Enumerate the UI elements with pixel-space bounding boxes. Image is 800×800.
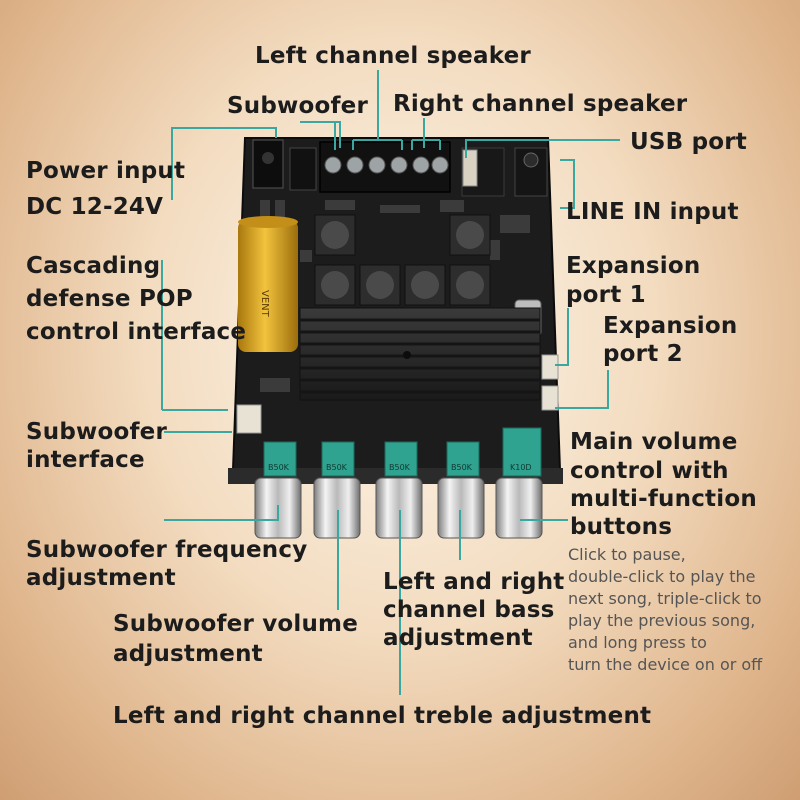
label-sub-freq-1: Subwoofer frequency: [26, 537, 308, 563]
label-expansion2-1: Expansion: [603, 313, 738, 339]
label-main-volume-3: multi-function: [570, 486, 757, 512]
label-bass-1: Left and right: [383, 569, 565, 595]
label-sub-vol-2: adjustment: [113, 641, 263, 667]
label-usb-port: USB port: [630, 129, 747, 155]
usb-module: [461, 147, 505, 197]
label-main-volume-1: Main volume: [570, 429, 738, 455]
pot-label: B50K: [268, 463, 290, 472]
label-power-voltage: DC 12-24V: [26, 194, 164, 220]
label-bass-3: adjustment: [383, 625, 533, 651]
power-jack: [252, 139, 284, 189]
pot-label: B50K: [389, 463, 411, 472]
speaker-terminal-block: [319, 141, 451, 193]
label-treble: Left and right channel treble adjustment: [113, 703, 652, 729]
label-right-channel-speaker: Right channel speaker: [393, 91, 688, 117]
label-sub-vol-1: Subwoofer volume: [113, 611, 359, 637]
label-bass-2: channel bass: [383, 597, 555, 623]
button-desc-3: next song, triple-click to: [568, 589, 762, 608]
knob-row: [254, 477, 543, 539]
button-desc-4: play the previous song,: [568, 611, 756, 630]
capacitor-text: VENT: [259, 290, 270, 318]
expansion-connectors: [541, 354, 559, 411]
label-cascading-1: Cascading: [26, 253, 161, 279]
heat-sink: [299, 307, 541, 401]
label-subwoofer: Subwoofer: [227, 93, 369, 119]
pot-label: K10D: [510, 463, 532, 472]
label-expansion1-2: port 1: [566, 282, 646, 308]
button-desc-2: double-click to play the: [568, 567, 756, 586]
button-desc-6: turn the device on or off: [568, 655, 763, 674]
leader-lines: [161, 70, 620, 695]
label-line-in: LINE IN input: [566, 199, 739, 225]
cascade-connector: [289, 147, 317, 191]
pot-label: B50K: [451, 463, 473, 472]
label-left-channel-speaker: Left channel speaker: [255, 43, 531, 69]
inductor-group: [314, 214, 491, 306]
main-capacitor: VENT: [238, 216, 298, 352]
button-desc-1: Click to pause,: [568, 545, 686, 564]
label-main-volume-4: buttons: [570, 514, 673, 540]
label-power-input: Power input: [26, 158, 186, 184]
line-in-jack: [514, 147, 548, 197]
potentiometer-row: B50K B50K B50K B50K K10D: [263, 427, 542, 477]
button-desc-5: and long press to: [568, 633, 707, 652]
label-cascading-3: control interface: [26, 319, 247, 345]
label-cascading-2: defense POP: [26, 286, 193, 312]
label-sub-freq-2: adjustment: [26, 565, 176, 591]
label-expansion1-1: Expansion: [566, 253, 701, 279]
label-main-volume-2: control with: [570, 458, 729, 484]
pot-label: B50K: [326, 463, 348, 472]
label-subwoofer-interface-2: interface: [26, 447, 145, 473]
subwoofer-connector: [236, 404, 262, 434]
label-expansion2-2: port 2: [603, 341, 683, 367]
label-subwoofer-interface-1: Subwoofer: [26, 419, 168, 445]
